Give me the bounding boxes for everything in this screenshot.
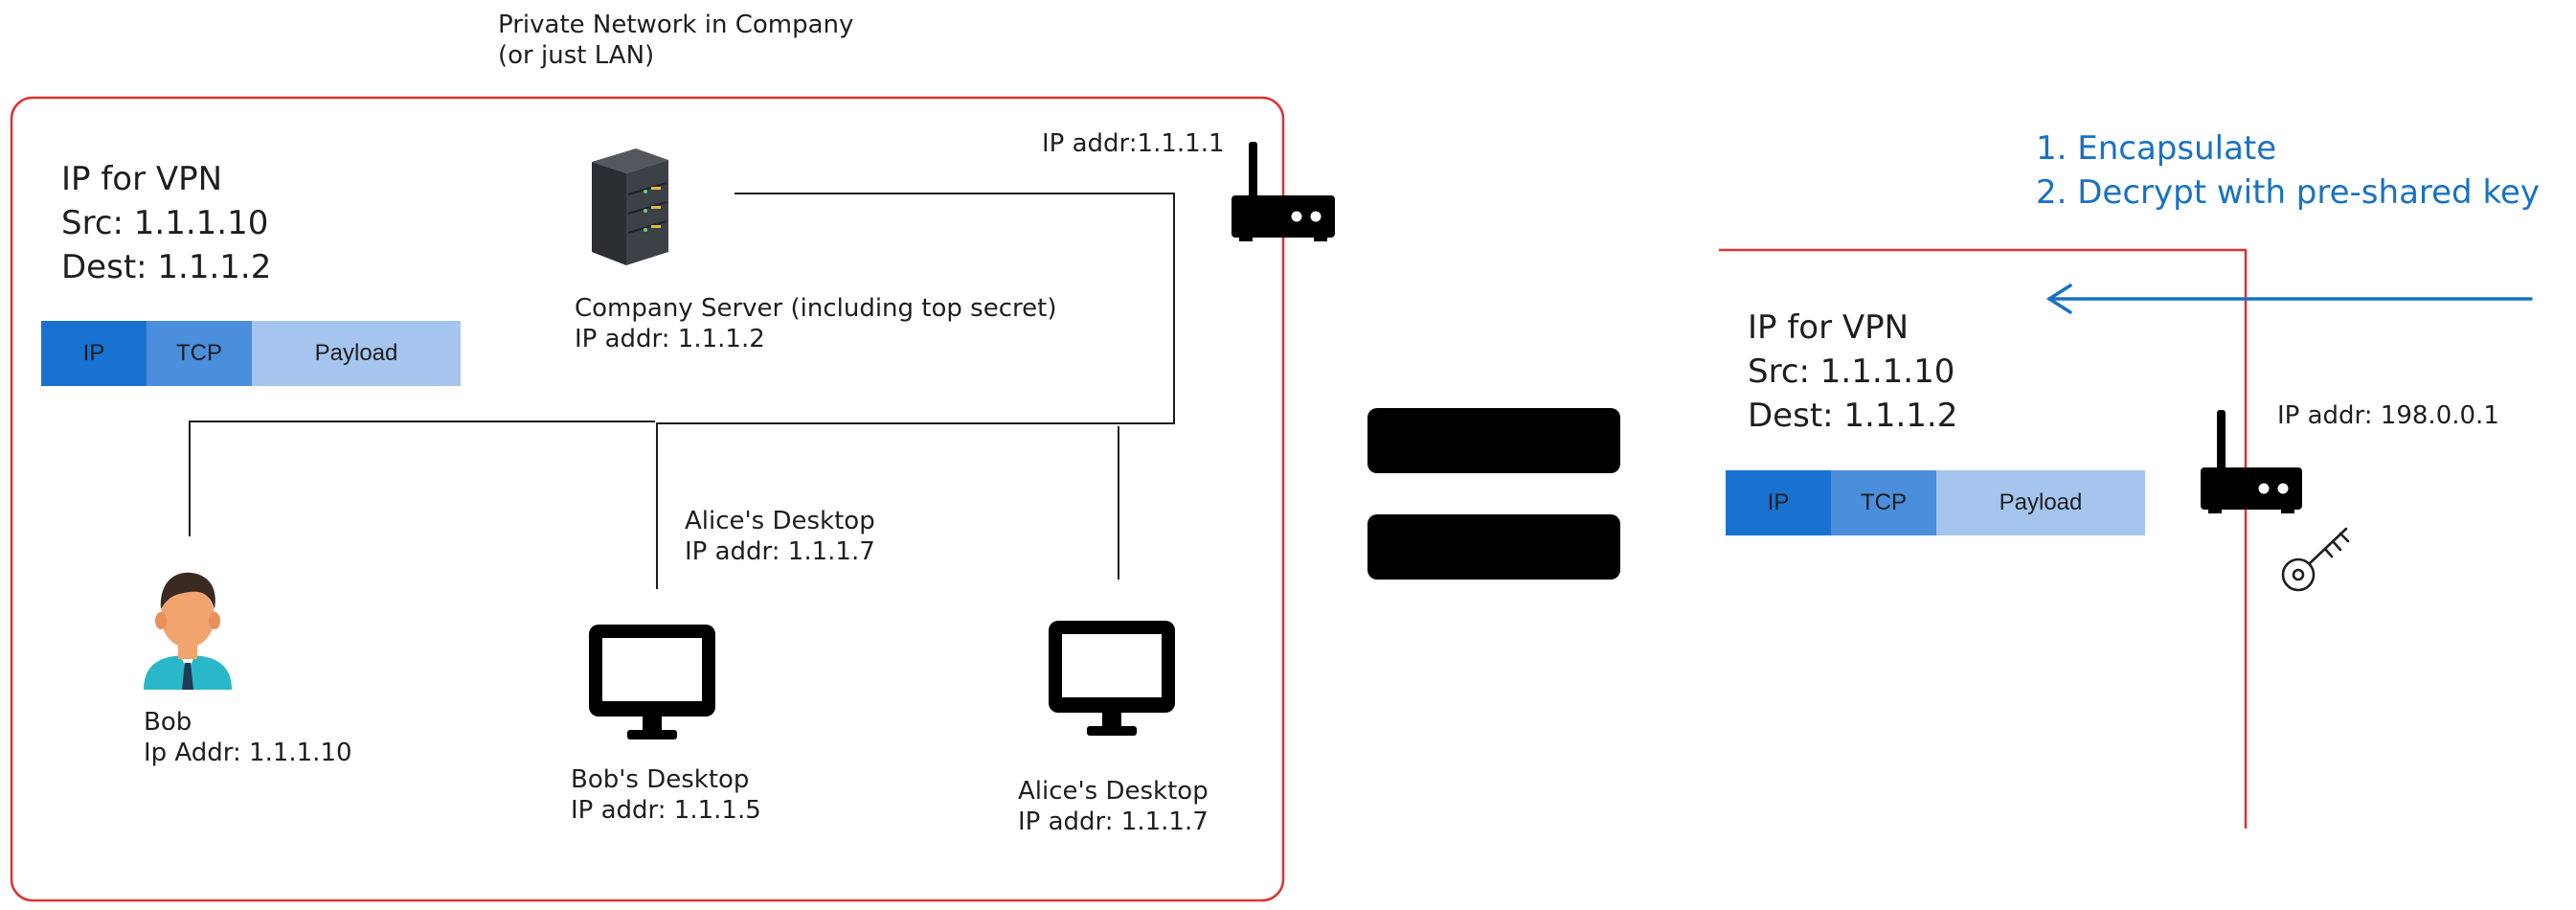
left-packet-tcp: TCP: [147, 321, 252, 386]
left-packet-title: IP for VPN: [61, 160, 223, 198]
encapsulate-arrow: [2045, 284, 2533, 314]
bob-label: Bob Ip Addr: 1.1.1.10: [144, 707, 352, 768]
alice-mid-label: Alice's Desktop IP addr: 1.1.1.7: [685, 506, 875, 567]
bob-desktop-label: Bob's Desktop IP addr: 1.1.1.5: [571, 764, 761, 826]
right-packet-header: IP for VPN Src: 1.1.1.10 Dest: 1.1.1.2: [1748, 306, 1957, 438]
right-packet-title: IP for VPN: [1748, 308, 1909, 347]
network-title-line1: Private Network in Company: [498, 11, 854, 39]
network-connections: [189, 193, 1175, 589]
server-addr: IP addr: 1.1.1.2: [575, 325, 765, 353]
equals-bar-bottom: [1367, 514, 1620, 580]
left-packet-src: Src: 1.1.1.10: [61, 204, 269, 242]
alice-desktop-addr: IP addr: 1.1.1.7: [1018, 808, 1209, 836]
remote-boundary: [1719, 248, 2248, 829]
router-icon: [2201, 410, 2304, 513]
right-packet-dest: Dest: 1.1.1.2: [1748, 397, 1958, 435]
right-packet-src: Src: 1.1.1.10: [1748, 353, 1955, 391]
left-packet-dest: Dest: 1.1.1.2: [61, 248, 272, 286]
equals-bar-top: [1367, 408, 1620, 473]
network-title: Private Network in Company (or just LAN): [498, 10, 853, 71]
right-packet: IP TCP Payload: [1726, 470, 2145, 535]
alice-mid-name: Alice's Desktop: [685, 507, 875, 535]
left-packet-ip: IP: [41, 321, 147, 386]
left-packet: IP TCP Payload: [41, 321, 461, 386]
bob-desktop-name: Bob's Desktop: [571, 765, 750, 794]
desktop-icon: [1049, 621, 1175, 738]
alice-desktop-name: Alice's Desktop: [1018, 777, 1209, 806]
person-icon: [142, 567, 234, 690]
right-packet-tcp: TCP: [1831, 470, 1936, 535]
left-packet-header: IP for VPN Src: 1.1.1.10 Dest: 1.1.1.2: [61, 157, 271, 289]
step-1: 1. Encapsulate: [2036, 129, 2277, 168]
server-icon: [592, 148, 668, 265]
alice-desktop-label: Alice's Desktop IP addr: 1.1.1.7: [1018, 776, 1209, 837]
step-2: 2. Decrypt with pre-shared key: [2036, 173, 2540, 212]
router-icon: [1232, 142, 1337, 241]
desktop-icon: [589, 625, 715, 741]
alice-mid-addr: IP addr: 1.1.1.7: [685, 537, 875, 566]
right-packet-payload: Payload: [1936, 470, 2145, 535]
bob-addr: Ip Addr: 1.1.1.10: [144, 739, 352, 767]
bob-name: Bob: [144, 708, 192, 737]
steps: 1. Encapsulate 2. Decrypt with pre-share…: [2036, 126, 2540, 215]
left-packet-payload: Payload: [252, 321, 461, 386]
bob-desktop-addr: IP addr: 1.1.1.5: [571, 796, 761, 825]
router-left-label: IP addr:1.1.1.1: [1042, 129, 1225, 158]
key-icon: [2277, 525, 2354, 598]
server-name: Company Server (including top secret): [575, 294, 1057, 323]
lan-boundary: [10, 96, 1285, 902]
server-label: Company Server (including top secret) IP…: [575, 293, 1056, 354]
network-title-line2: (or just LAN): [498, 41, 655, 70]
right-packet-ip: IP: [1726, 470, 1831, 535]
router-right-label: IP addr: 198.0.0.1: [2277, 401, 2499, 430]
